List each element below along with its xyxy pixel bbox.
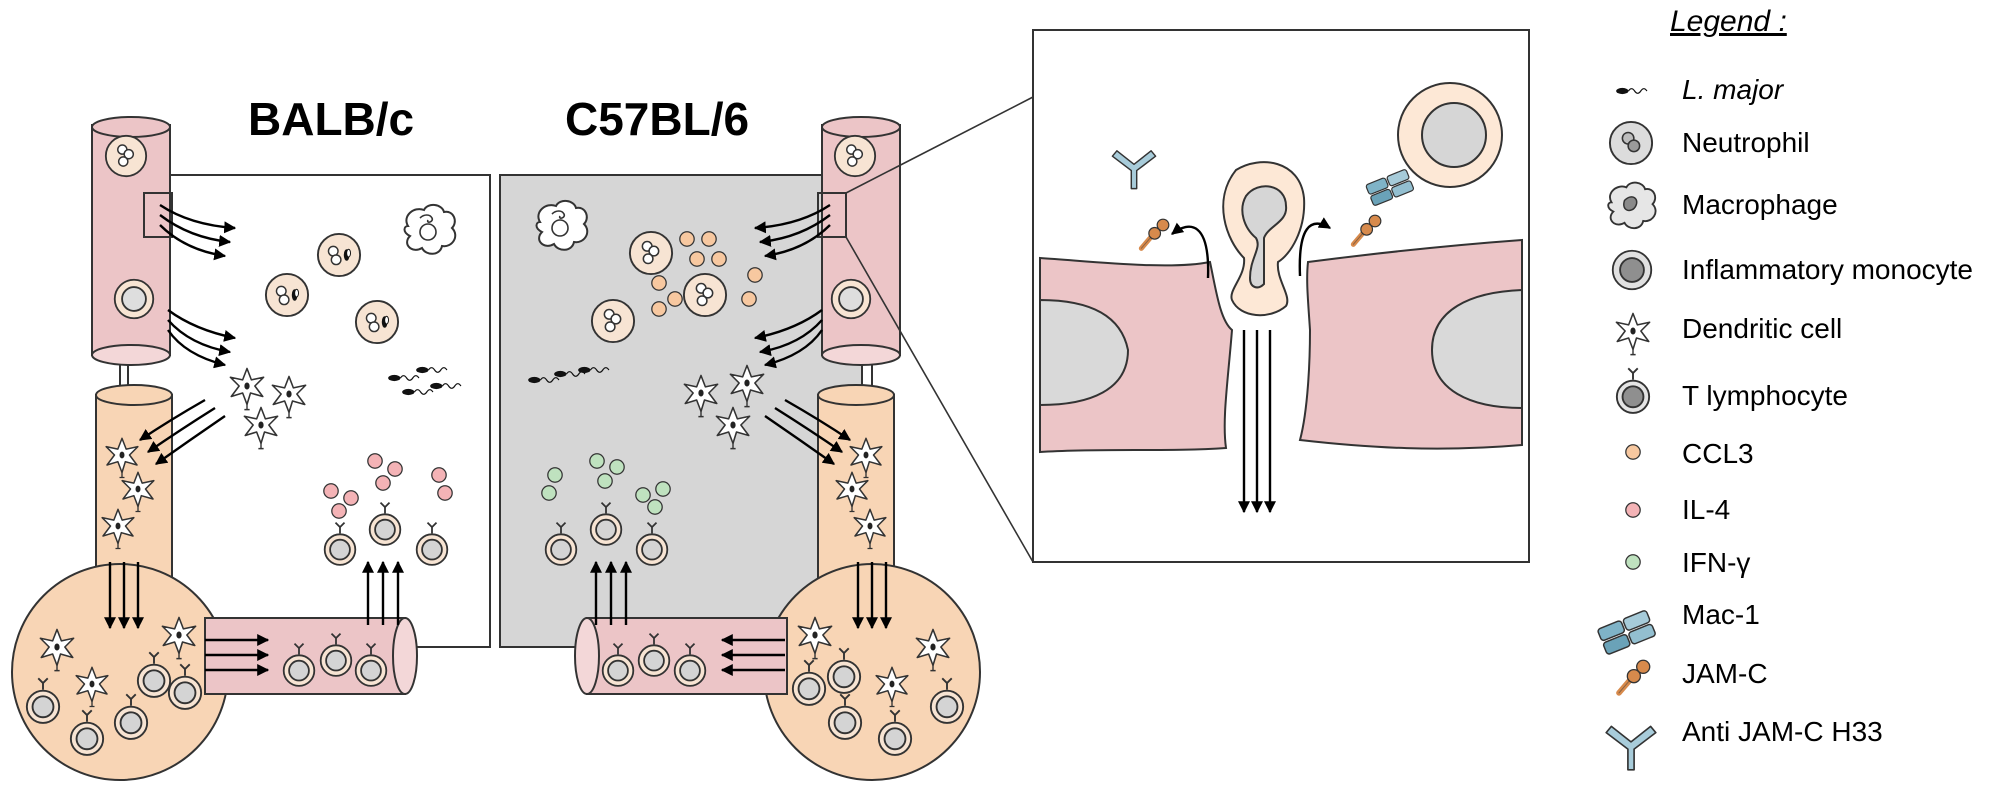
right-zoom-box	[817, 192, 847, 238]
legend-item: Neutrophil	[1608, 120, 1810, 166]
legend: Legend : L. major Neutrophil Macrophage …	[1596, 5, 1973, 771]
legend-item: L. major	[1615, 74, 1785, 105]
legend-label: IL-4	[1682, 494, 1730, 525]
legend-label: Dendritic cell	[1682, 313, 1842, 344]
anti-jamc-icon	[1605, 725, 1657, 771]
ifng-icon	[1625, 554, 1641, 570]
t-lymphocyte-icon	[1615, 367, 1651, 414]
right-panel: C57BL/6	[499, 93, 981, 781]
legend-item: Anti JAM-C H33	[1605, 716, 1883, 771]
legend-label: Inflammatory monocyte	[1682, 254, 1973, 285]
macrophage-icon	[1607, 181, 1657, 230]
legend-label: Anti JAM-C H33	[1682, 716, 1883, 747]
parasite-icon	[1615, 87, 1648, 95]
ccl3-icon	[1625, 444, 1641, 460]
legend-label: IFN-γ	[1682, 547, 1750, 578]
mac1-icon	[1596, 609, 1657, 656]
zoom-inset	[1032, 29, 1530, 563]
left-panel-title: BALB/c	[248, 93, 414, 145]
inflammatory-monocyte-icon	[1611, 249, 1653, 291]
left-panel: BALB/c	[11, 93, 491, 781]
il4-icon	[1625, 502, 1641, 518]
legend-label: JAM-C	[1682, 658, 1768, 689]
legend-label: T lymphocyte	[1682, 380, 1848, 411]
legend-item: IFN-γ	[1625, 547, 1750, 578]
legend-item: CCL3	[1625, 438, 1754, 469]
left-lymph-node	[11, 563, 229, 781]
legend-label: L. major	[1682, 74, 1785, 105]
legend-item: T lymphocyte	[1615, 367, 1848, 414]
legend-item: Inflammatory monocyte	[1611, 249, 1973, 291]
legend-title: Legend :	[1670, 5, 1787, 38]
right-panel-title: C57BL/6	[565, 93, 749, 145]
legend-item: JAM-C	[1619, 658, 1768, 693]
legend-item: Mac-1	[1596, 599, 1760, 656]
neutrophil-icon	[1608, 120, 1654, 166]
jamc-icon	[1619, 660, 1650, 693]
dendritic-cell-icon	[1615, 312, 1651, 356]
legend-item: Dendritic cell	[1615, 312, 1842, 356]
left-zoom-box	[143, 192, 173, 238]
legend-label: Macrophage	[1682, 189, 1838, 220]
legend-item: IL-4	[1625, 494, 1730, 525]
legend-label: Mac-1	[1682, 599, 1760, 630]
legend-label: CCL3	[1682, 438, 1754, 469]
legend-label: Neutrophil	[1682, 127, 1810, 158]
legend-item: Macrophage	[1607, 181, 1838, 230]
